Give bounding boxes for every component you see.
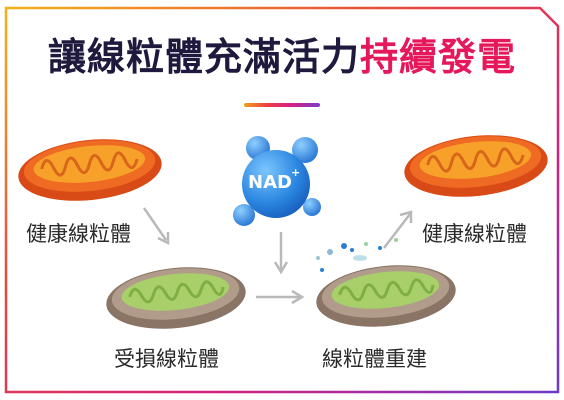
healthy-mitochondrion-left — [18, 139, 162, 201]
arrow-damaged-to-rebuilding — [256, 289, 305, 305]
title-divider — [244, 103, 320, 107]
arrow-healthy-to-damaged — [142, 207, 170, 246]
healthy-mitochondrion-right — [404, 135, 548, 197]
nad-superscript: + — [291, 166, 301, 179]
label-healthy-left: 健康線粒體 — [26, 222, 131, 246]
nad-molecule — [233, 136, 321, 226]
damaged-mitochondrion — [106, 267, 246, 329]
label-rebuilding: 線粒體重建 — [322, 347, 427, 371]
label-damaged: 受損線粒體 — [114, 347, 219, 371]
arrow-nad-down — [273, 232, 289, 275]
label-healthy-right: 健康線粒體 — [422, 222, 527, 246]
nad-particles — [316, 238, 398, 272]
rebuilding-mitochondrion — [316, 265, 456, 327]
title-part-main: 讓線粒體充滿活力 — [47, 35, 360, 79]
page-title: 讓線粒體充滿活力持續發電 — [0, 34, 564, 80]
arrow-rebuilding-to-healthy — [383, 210, 413, 249]
nad-label: NAD — [248, 172, 292, 193]
title-part-highlight: 持續發電 — [360, 35, 517, 79]
